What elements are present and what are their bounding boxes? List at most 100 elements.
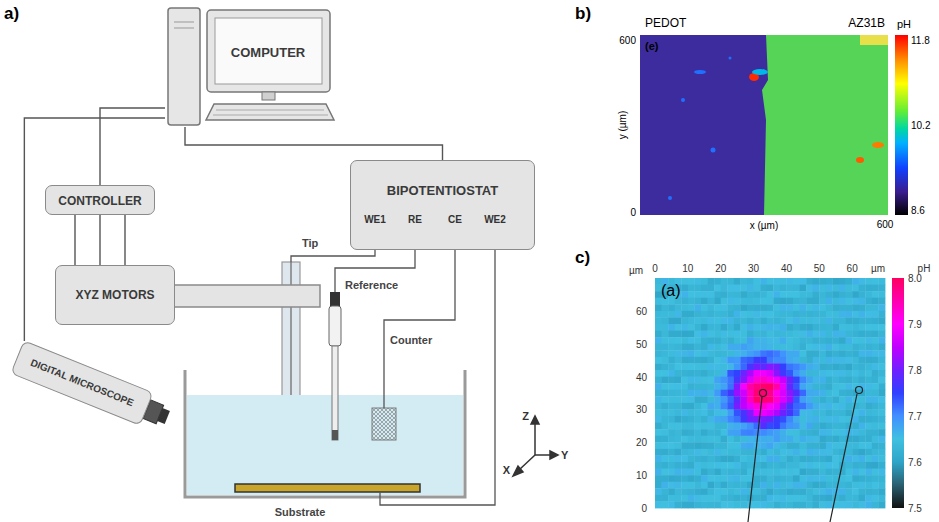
map-cell	[675, 403, 682, 410]
map-cell	[760, 423, 767, 430]
map-cell	[701, 390, 708, 397]
map-cell	[826, 455, 833, 462]
map-cell	[786, 278, 793, 285]
map-cell	[878, 403, 885, 410]
map-cell	[655, 423, 662, 430]
map-cell	[806, 291, 813, 298]
map-cell	[767, 311, 774, 318]
map-cell	[846, 475, 853, 482]
map-cell	[813, 455, 820, 462]
colorbar-value: 7.6	[908, 457, 922, 468]
map-cell	[668, 324, 675, 331]
map-cell	[701, 363, 708, 370]
map-cell	[747, 363, 754, 370]
map-cell	[668, 317, 675, 324]
map-cell	[708, 455, 715, 462]
map-cell	[878, 291, 885, 298]
map-cell	[780, 488, 787, 495]
panel-tag: (e)	[645, 40, 658, 52]
map-cell	[780, 501, 787, 508]
map-cell	[813, 278, 820, 285]
map-cell	[780, 455, 787, 462]
map-cell	[806, 455, 813, 462]
map-cell	[806, 324, 813, 331]
map-cell	[681, 350, 688, 357]
map-cell	[773, 285, 780, 292]
map-cell	[708, 291, 715, 298]
map-cell	[878, 449, 885, 456]
map-cell	[662, 324, 669, 331]
map-cell	[714, 475, 721, 482]
map-cell	[675, 390, 682, 397]
map-cell	[872, 390, 879, 397]
map-cell	[846, 337, 853, 344]
map-cell	[714, 350, 721, 357]
map-cell	[760, 475, 767, 482]
map-cell	[714, 449, 721, 456]
map-cell	[760, 363, 767, 370]
map-cell	[832, 317, 839, 324]
map-cell	[773, 291, 780, 298]
map-cell	[819, 396, 826, 403]
map-cell	[701, 337, 708, 344]
map-cell	[826, 429, 833, 436]
map-cell	[681, 363, 688, 370]
map-cell	[878, 409, 885, 416]
map-cell	[878, 363, 885, 370]
map-cell	[754, 449, 761, 456]
map-cell	[846, 462, 853, 469]
map-cell	[819, 475, 826, 482]
map-cell	[786, 344, 793, 351]
map-cell	[806, 304, 813, 311]
map-cell	[668, 350, 675, 357]
map-cell	[839, 350, 846, 357]
map-cell	[754, 304, 761, 311]
map-cell	[852, 455, 859, 462]
map-cell	[865, 324, 872, 331]
map-cell	[688, 488, 695, 495]
map-cell	[793, 409, 800, 416]
map-cell	[865, 304, 872, 311]
map-cell	[826, 317, 833, 324]
map-cell	[786, 429, 793, 436]
map-cell	[813, 324, 820, 331]
beaker	[185, 370, 465, 497]
map-cell	[747, 403, 754, 410]
map-cell	[806, 469, 813, 476]
map-cell	[734, 304, 741, 311]
map-cell	[727, 462, 734, 469]
map-cell	[740, 409, 747, 416]
map-cell	[806, 278, 813, 285]
tick-label: 50	[814, 263, 825, 274]
map-cell	[747, 331, 754, 338]
map-cell	[701, 449, 708, 456]
map-cell	[675, 337, 682, 344]
map-cell	[786, 469, 793, 476]
map-cell	[694, 337, 701, 344]
map-cell	[846, 304, 853, 311]
map-cell	[675, 317, 682, 324]
motor-arm	[170, 285, 320, 307]
map-cell	[800, 337, 807, 344]
map-cell	[655, 455, 662, 462]
map-cell	[819, 469, 826, 476]
map-cell	[852, 469, 859, 476]
map-cell	[675, 475, 682, 482]
map-cell	[681, 501, 688, 508]
map-cell	[760, 455, 767, 462]
map-cell	[747, 442, 754, 449]
map-cell	[826, 482, 833, 489]
map-cell	[694, 403, 701, 410]
map-cell	[846, 370, 853, 377]
map-cell	[800, 396, 807, 403]
map-cell	[839, 442, 846, 449]
map-cell	[767, 488, 774, 495]
map-cell	[865, 363, 872, 370]
map-cell	[832, 357, 839, 364]
map-cell	[819, 423, 826, 430]
map-cell	[668, 383, 675, 390]
map-cell	[727, 324, 734, 331]
map-cell	[786, 501, 793, 508]
map-cell	[800, 409, 807, 416]
map-cell	[760, 344, 767, 351]
